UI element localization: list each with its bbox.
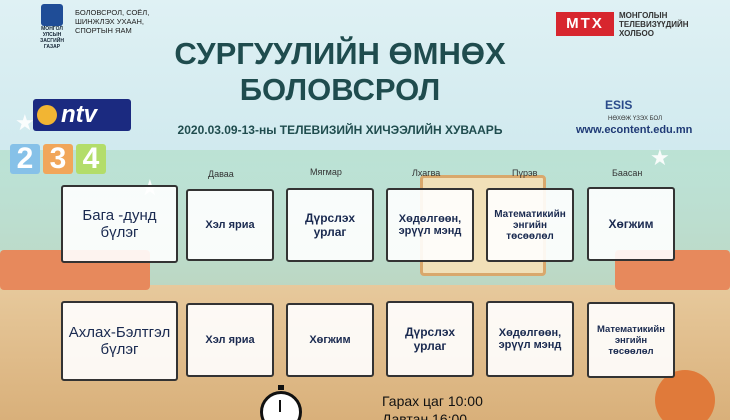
star-icon: ★ xyxy=(650,145,670,170)
lesson-line: Математикийн xyxy=(494,208,566,220)
airtime-main: Гарах цаг 10:00 xyxy=(382,393,483,409)
group-label-line: дунд бүлэг xyxy=(100,207,157,241)
esis-logo: ESIS xyxy=(605,98,633,112)
number-block: 3 xyxy=(43,144,73,174)
title-line: СУРГУУЛИЙН ӨМНӨХ xyxy=(174,36,506,71)
lesson-line: энгийн xyxy=(614,334,648,346)
lesson-line: Математикийн xyxy=(597,323,665,335)
lesson-cell: Хөгжим xyxy=(587,187,675,261)
esis-url[interactable]: www.econtent.edu.mn xyxy=(576,124,693,136)
star-icon: ★ xyxy=(15,110,35,135)
number-block: 4 xyxy=(76,144,106,174)
lesson-line: эрүүл мэнд xyxy=(398,225,462,237)
stopwatch-icon xyxy=(260,385,302,420)
lesson-line: төсөөлөл xyxy=(506,230,554,242)
lesson-line: төсөөлөл xyxy=(608,345,654,357)
lesson-line: Хөдөлгөөн, xyxy=(498,327,562,339)
lesson-line: урлаг xyxy=(313,225,347,239)
group-senior-preparatory: Ахлах-Бэлтгэл бүлэг xyxy=(61,301,178,381)
airtime-repeat: Давтан 16:00 xyxy=(382,411,468,420)
lesson-cell: Хөдөлгөөн,эрүүл мэнд xyxy=(486,301,574,377)
group-young-middle: Бага -дунд бүлэг xyxy=(61,185,178,263)
lesson-line: Хөдөлгөөн, xyxy=(398,213,462,225)
lesson-line: эрүүл мэнд xyxy=(498,339,562,351)
lesson-line: энгийн xyxy=(512,219,548,231)
mtx-name: МОНГОЛЫН ТЕЛЕВИЗҮҮДИЙН ХОЛБОО xyxy=(619,10,689,38)
lesson-line: Дүрслэх xyxy=(405,325,455,339)
title-line: БОЛОВСРОЛ xyxy=(239,72,441,107)
lesson-cell: Хэл яриа xyxy=(186,303,274,377)
day-header-thursday: Пүрэв xyxy=(512,168,538,178)
lesson-line: Хөгжим xyxy=(608,217,654,231)
lesson-line: урлаг xyxy=(413,339,447,353)
lesson-line: Хэл яриа xyxy=(205,219,255,231)
emblem-icon xyxy=(41,4,63,26)
group-label-line: Бага - xyxy=(82,207,124,224)
esis-tagline: НӨХӨЖ ҮЗЭХ БОЛ xyxy=(608,116,663,122)
ntv-logo-text: ntv xyxy=(61,101,97,128)
mtx-logo: МТХ МОНГОЛЫН ТЕЛЕВИЗҮҮДИЙН ХОЛБОО xyxy=(556,10,699,38)
number-block: 2 xyxy=(10,144,40,174)
clock-hand xyxy=(279,400,281,412)
ministry-name: БОЛОВСРОЛ, СОЁЛ, ШИНЖЛЭХ УХААН, СПОРТЫН … xyxy=(75,8,150,35)
page-title: СУРГУУЛИЙН ӨМНӨХ БОЛОВСРОЛ xyxy=(150,36,530,108)
day-header-friday: Баасан xyxy=(612,168,643,178)
mtx-logo-box: МТХ xyxy=(556,12,614,36)
lesson-line: Хөгжим xyxy=(309,334,351,346)
gov-logo-caption: МОНГОЛ УЛСЫН ЗАСГИЙН ГАЗАР xyxy=(40,26,64,50)
day-header-monday: Даваа xyxy=(208,169,234,179)
group-label-line: Ахлах- xyxy=(68,324,116,341)
day-header-tuesday: Мягмар xyxy=(310,167,342,177)
government-logo: МОНГОЛ УЛСЫН ЗАСГИЙН ГАЗАР xyxy=(32,4,72,50)
lesson-cell: Хөдөлгөөн,эрүүл мэнд xyxy=(386,188,474,262)
lesson-line: Хэл яриа xyxy=(205,334,255,346)
ball-decoration xyxy=(655,370,715,420)
schedule-subtitle: 2020.03.09-13-ны ТЕЛЕВИЗИЙН ХИЧЭЭЛИЙН ХУ… xyxy=(177,123,503,137)
lesson-line: Дүрслэх xyxy=(305,211,355,225)
day-header-wednesday: Лхагва xyxy=(412,168,441,178)
sun-icon xyxy=(37,105,57,125)
lesson-cell: Хөгжим xyxy=(286,303,374,377)
lesson-cell: Хэл яриа xyxy=(186,189,274,261)
ntv-logo: ntv xyxy=(33,99,131,131)
group-label-line: Бэлтгэл бүлэг xyxy=(100,324,171,358)
